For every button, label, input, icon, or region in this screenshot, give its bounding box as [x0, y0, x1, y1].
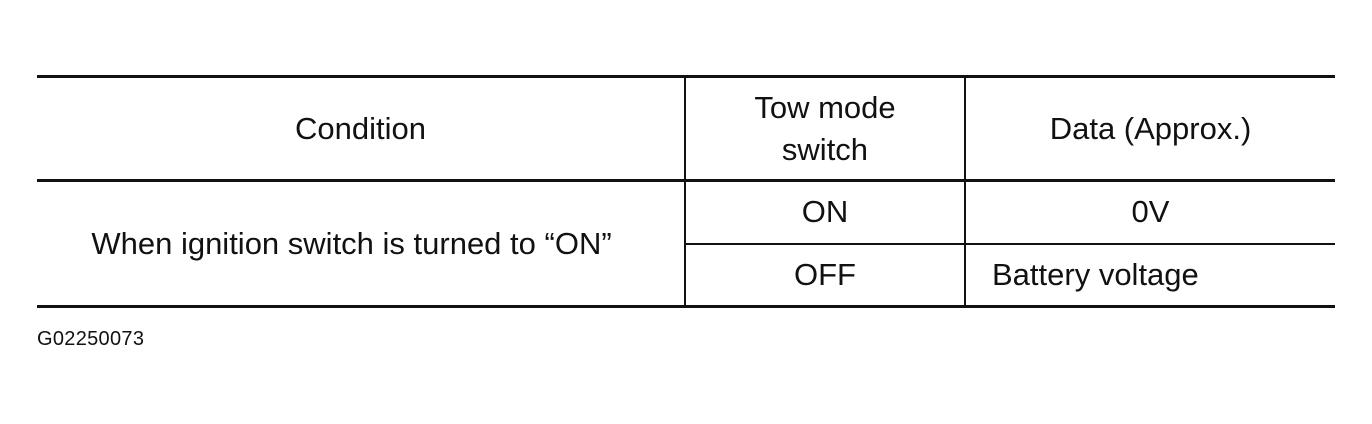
- tow-mode-switch-cell: OFF: [684, 243, 965, 308]
- figure-code: G02250073: [37, 328, 145, 350]
- tow-mode-switch-cell: ON: [684, 180, 965, 245]
- data-cell: Battery voltage: [964, 243, 1335, 308]
- table-header-row: Condition Tow mode switch Data (Approx.): [37, 75, 1335, 182]
- table-row: When ignition switch is turned to “ON” O…: [37, 180, 1335, 308]
- header-condition: Condition: [37, 75, 685, 182]
- condition-cell: When ignition switch is turned to “ON”: [37, 180, 685, 308]
- header-data: Data (Approx.): [964, 75, 1335, 182]
- header-tow-mode-switch-line2: switch: [781, 131, 869, 167]
- table-row: OFF Battery voltage: [37, 243, 1335, 308]
- header-tow-mode-switch: Tow mode switch: [684, 75, 965, 182]
- data-cell: 0V: [964, 180, 1335, 245]
- tow-mode-switch-spec-table: Condition Tow mode switch Data (Approx.)…: [37, 75, 1335, 308]
- header-tow-mode-switch-line1: Tow mode: [754, 89, 896, 125]
